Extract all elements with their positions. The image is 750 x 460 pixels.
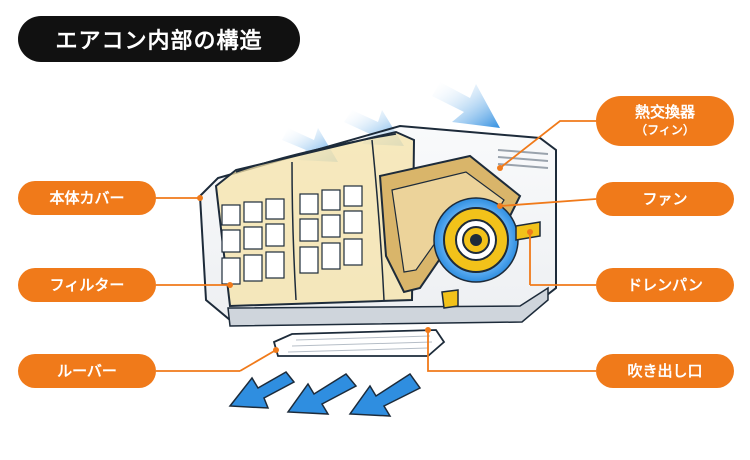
label-outlet: 吹き出し口 [596, 354, 734, 388]
label-heat-exchanger: 熱交換器 （フィン） [596, 96, 734, 146]
label-filter: フィルター [18, 268, 156, 302]
leader-louver-d [239, 349, 277, 372]
label-heat-exchanger-main: 熱交換器 [634, 103, 695, 121]
label-cover: 本体カバー [18, 181, 156, 215]
leader-outlet [427, 330, 596, 372]
label-drain-pan: ドレンパン [596, 268, 734, 302]
leader-fan [499, 198, 597, 207]
filter-frame [214, 130, 416, 308]
diagram-title: エアコン内部の構造 [18, 16, 300, 62]
label-heat-exchanger-sub: （フィン） [635, 123, 695, 137]
leader-dots [197, 165, 533, 353]
fan [433, 197, 519, 283]
louver [272, 329, 446, 357]
label-fan: ファン [596, 182, 734, 216]
label-louver: ルーバー [18, 354, 156, 388]
leader-lines [156, 120, 597, 372]
outlet-airflow-arrows [228, 371, 422, 417]
leader-heat-exchanger [499, 120, 596, 169]
